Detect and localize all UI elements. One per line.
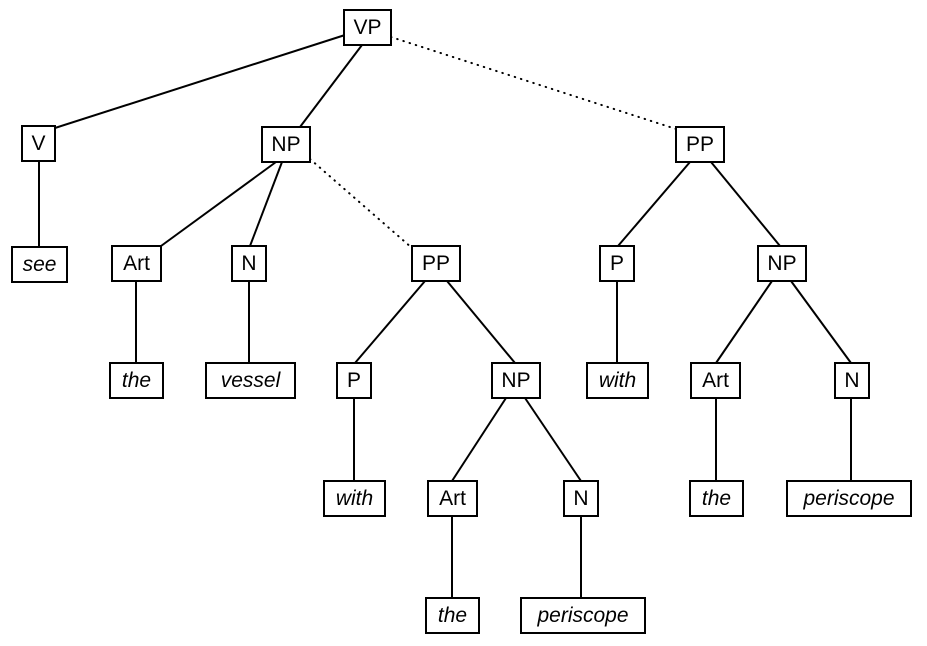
node-label-np3: NP (767, 252, 796, 275)
tree-node-art2[interactable]: Art (427, 480, 478, 517)
tree-edge-np3-art3 (715, 280, 773, 364)
tree-edge-pp2-np3 (710, 161, 781, 247)
tree-node-with1[interactable]: with (323, 480, 386, 517)
tree-edge-np3-n3 (790, 280, 852, 364)
node-box-np1 (261, 126, 311, 163)
node-box-with1 (323, 480, 386, 517)
node-label-p2: P (610, 252, 624, 275)
tree-node-n2[interactable]: N (563, 480, 599, 517)
tree-node-art3[interactable]: Art (690, 362, 741, 399)
tree-node-see[interactable]: see (11, 246, 68, 283)
node-box-p1 (336, 362, 372, 399)
tree-node-np1[interactable]: NP (261, 126, 311, 163)
tree-node-n3[interactable]: N (834, 362, 870, 399)
tree-edge-np2-art2 (451, 397, 507, 482)
node-box-np2 (491, 362, 541, 399)
node-label-vessel: vessel (221, 369, 282, 392)
node-label-n1: N (241, 252, 256, 275)
tree-node-np3[interactable]: NP (757, 245, 807, 282)
node-box-art2 (427, 480, 478, 517)
node-label-the1: the (122, 369, 151, 392)
node-box-n1 (231, 245, 267, 282)
tree-edge-np2-n2 (524, 397, 582, 482)
tree-node-the2[interactable]: the (425, 597, 480, 634)
node-box-the2 (425, 597, 480, 634)
node-label-n2: N (573, 487, 588, 510)
node-box-see (11, 246, 68, 283)
node-label-vp: VP (353, 16, 381, 39)
node-label-see: see (23, 253, 57, 276)
tree-node-the1[interactable]: the (109, 362, 164, 399)
tree-edge-np1-art1 (160, 161, 277, 247)
tree-node-p1[interactable]: P (336, 362, 372, 399)
node-box-vp (343, 9, 392, 46)
tree-node-periscope2[interactable]: periscope (786, 480, 912, 517)
node-label-n3: N (844, 369, 859, 392)
node-label-the2: the (438, 604, 467, 627)
tree-node-p2[interactable]: P (599, 245, 635, 282)
node-label-art1: Art (123, 252, 150, 275)
node-label-with2: with (599, 369, 636, 392)
tree-edge-pp2-p2 (617, 161, 691, 247)
node-label-periscope1: periscope (536, 604, 628, 627)
node-box-the3 (689, 480, 744, 517)
tree-node-np2[interactable]: NP (491, 362, 541, 399)
node-label-the3: the (702, 487, 731, 510)
tree-node-n1[interactable]: N (231, 245, 267, 282)
tree-node-the3[interactable]: the (689, 480, 744, 517)
tree-node-art1[interactable]: Art (111, 245, 162, 282)
node-label-np2: NP (501, 369, 530, 392)
node-box-art3 (690, 362, 741, 399)
tree-edge-pp1-p1 (354, 280, 426, 364)
node-box-np3 (757, 245, 807, 282)
node-label-p1: P (347, 369, 361, 392)
node-box-periscope1 (520, 597, 646, 634)
node-box-pp2 (675, 126, 725, 163)
tree-node-with2[interactable]: with (586, 362, 649, 399)
tree-edge-pp1-np2 (446, 280, 516, 364)
tree-node-vessel[interactable]: vessel (205, 362, 296, 399)
tree-node-vp[interactable]: VP (343, 9, 392, 46)
tree-node-pp2[interactable]: PP (675, 126, 725, 163)
node-label-with1: with (336, 487, 373, 510)
tree-node-v[interactable]: V (21, 125, 56, 162)
tree-node-periscope1[interactable]: periscope (520, 597, 646, 634)
tree-edge-vp-pp2 (390, 36, 677, 130)
tree-edge-np1-n1 (249, 161, 283, 247)
tree-edge-vp-v (54, 34, 346, 129)
node-label-pp2: PP (686, 133, 714, 156)
node-box-p2 (599, 245, 635, 282)
node-label-art2: Art (439, 487, 466, 510)
node-label-periscope2: periscope (802, 487, 894, 510)
node-label-v: V (31, 132, 45, 155)
node-label-np1: NP (271, 133, 300, 156)
node-box-vessel (205, 362, 296, 399)
node-box-v (21, 125, 56, 162)
tree-edge-vp-np1 (299, 44, 363, 128)
node-box-with2 (586, 362, 649, 399)
node-box-n3 (834, 362, 870, 399)
node-box-periscope2 (786, 480, 912, 517)
node-box-pp1 (411, 245, 461, 282)
node-label-art3: Art (702, 369, 729, 392)
edge-layer (38, 34, 852, 598)
node-box-art1 (111, 245, 162, 282)
tree-node-pp1[interactable]: PP (411, 245, 461, 282)
node-layer: VPVseeNPArttheNvesselPPPwithNPArttheNper… (11, 9, 912, 634)
node-label-pp1: PP (422, 252, 450, 275)
node-box-n2 (563, 480, 599, 517)
node-box-the1 (109, 362, 164, 399)
